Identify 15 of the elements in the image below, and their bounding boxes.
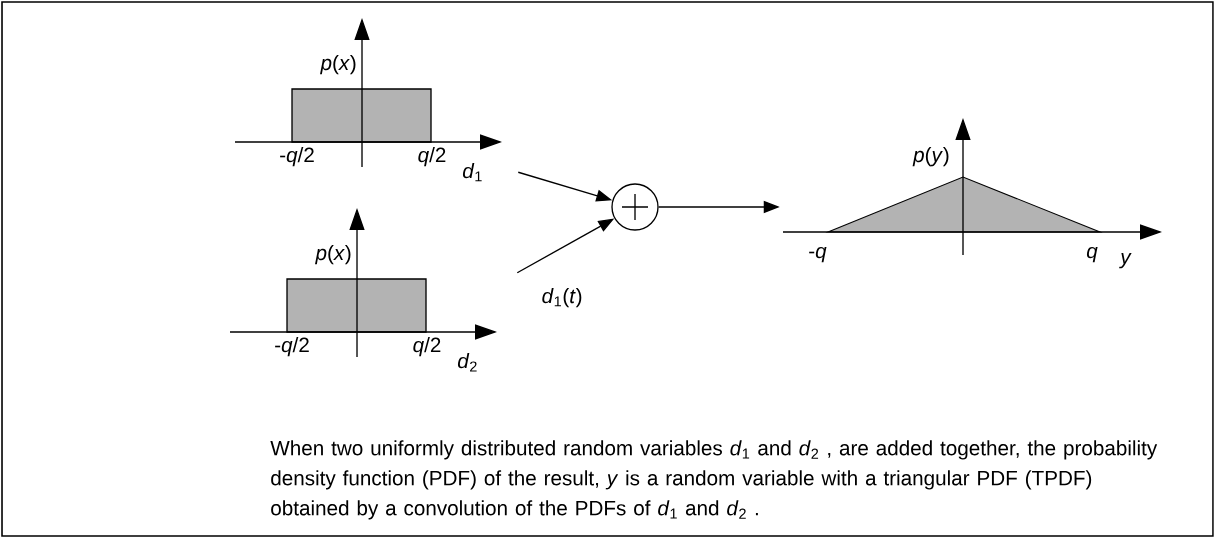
axis-label: y — [1119, 253, 1132, 269]
axis-label: q/2 — [418, 147, 446, 167]
axis-label: d$_{2}$ — [457, 353, 477, 372]
axis-label: -q — [809, 246, 827, 263]
axis-label: q — [1086, 246, 1098, 263]
summing-junction — [611, 183, 659, 231]
caption: When two uniformly distributed random variables d$_{1}$ and d$_{2}$ , are added together, the probability density function (PDF) of the result, y is a random variable with a triangular PDF (TPDF) obtained by a convolution of the PDFs of d$_{1}$ and d$_{2}$ . — [270, 440, 1158, 520]
axis-label: p(x) — [315, 245, 351, 265]
edge-label: d$_{1}$(t) — [540, 286, 584, 309]
axis-label: q/2 — [413, 337, 441, 357]
axis-label: d$_{1}$ — [462, 163, 482, 182]
axis-label: p(y) — [912, 147, 949, 167]
axis-label: p(x) — [320, 55, 356, 75]
axis-label: -q/2 — [275, 337, 309, 357]
axis-label: -q/2 — [280, 147, 314, 167]
